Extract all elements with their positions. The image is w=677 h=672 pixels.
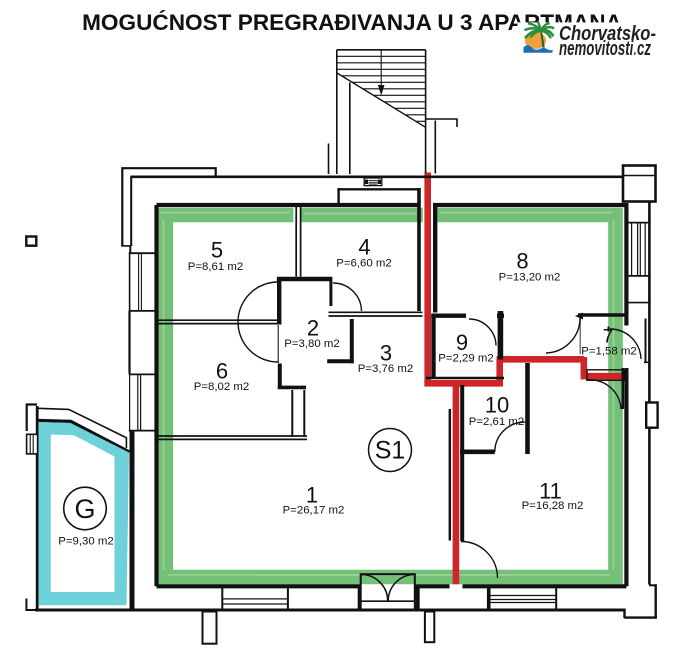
svg-text:P=16,28 m2: P=16,28 m2 bbox=[522, 500, 584, 512]
svg-text:S1: S1 bbox=[375, 437, 406, 465]
svg-text:P=13,20 m2: P=13,20 m2 bbox=[499, 272, 561, 284]
svg-text:9: 9 bbox=[456, 330, 468, 355]
svg-text:P=8,02 m2: P=8,02 m2 bbox=[194, 381, 249, 393]
svg-text:P=6,60 m2: P=6,60 m2 bbox=[336, 258, 391, 270]
svg-text:11: 11 bbox=[539, 479, 562, 504]
svg-text:P=3,80 m2: P=3,80 m2 bbox=[284, 338, 339, 350]
svg-text:P=3,76 m2: P=3,76 m2 bbox=[358, 363, 413, 375]
svg-text:G: G bbox=[74, 494, 95, 524]
svg-text:nemovitosti.cz: nemovitosti.cz bbox=[559, 37, 651, 60]
svg-text:Chorvatsko-: Chorvatsko- bbox=[559, 22, 656, 45]
svg-text:4: 4 bbox=[358, 235, 370, 260]
svg-text:P=1,58 m2: P=1,58 m2 bbox=[581, 346, 636, 358]
svg-text:P=2,29 m2: P=2,29 m2 bbox=[438, 353, 493, 365]
svg-text:1: 1 bbox=[306, 483, 318, 508]
svg-text:P=2,61 m2: P=2,61 m2 bbox=[469, 416, 524, 428]
svg-text:3: 3 bbox=[380, 341, 392, 366]
svg-text:8: 8 bbox=[516, 249, 528, 274]
svg-text:2: 2 bbox=[307, 316, 319, 341]
svg-text:7: 7 bbox=[603, 327, 614, 348]
svg-text:P=9,30 m2: P=9,30 m2 bbox=[58, 536, 113, 548]
svg-text:P=26,17 m2: P=26,17 m2 bbox=[283, 505, 345, 517]
svg-text:P=8,61 m2: P=8,61 m2 bbox=[188, 261, 243, 273]
svg-text:6: 6 bbox=[216, 359, 228, 384]
svg-text:5: 5 bbox=[211, 238, 223, 263]
svg-text:10: 10 bbox=[485, 393, 509, 418]
